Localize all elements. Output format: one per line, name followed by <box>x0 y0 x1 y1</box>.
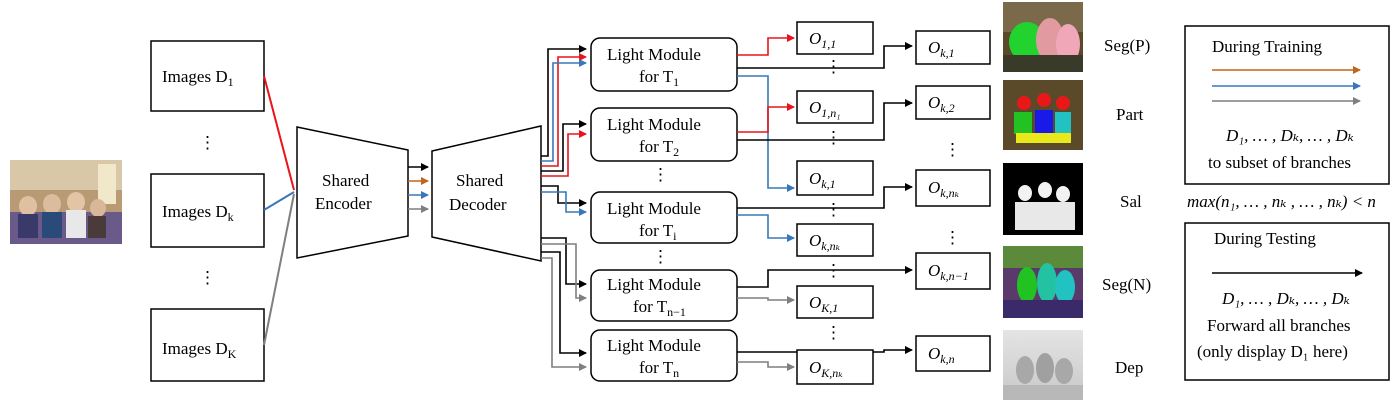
svg-text:to subset of branches: to subset of branches <box>1208 153 1351 172</box>
output-oknk-b: Ok,nₖ <box>915 169 991 207</box>
svg-text:Ok,n: Ok,n <box>928 344 955 366</box>
output-ellipsis-a1: ⋮ <box>825 57 842 76</box>
svg-text:⋮: ⋮ <box>199 268 216 287</box>
vertical-ellipsis-lower: ⋮ <box>199 268 216 287</box>
svg-text:O1,1: O1,1 <box>809 29 836 51</box>
task-label-segp: Seg(P) <box>1104 36 1150 55</box>
svg-text:Decoder: Decoder <box>449 195 507 214</box>
svg-text:O1,n₁: O1,n₁ <box>809 98 840 120</box>
output-oKnK: OK,nₖ <box>796 349 874 385</box>
output-okn-1: Ok,n−1 <box>915 252 991 290</box>
svg-text:Light Module: Light Module <box>607 199 701 218</box>
module-ellipsis-upper: ⋮ <box>652 165 669 184</box>
svg-text:for Tn−1: for Tn−1 <box>633 297 686 319</box>
svg-text:OK,1: OK,1 <box>809 293 838 315</box>
input-box-dK: Images DK <box>150 308 265 382</box>
vertical-ellipsis-upper: ⋮ <box>199 133 216 152</box>
svg-text:During Training: During Training <box>1212 37 1323 56</box>
svg-text:Ok,1: Ok,1 <box>928 38 955 60</box>
thumb-segn <box>1003 246 1083 318</box>
svg-text:⋮: ⋮ <box>652 165 669 184</box>
svg-text:(only display D₁ here): (only display D₁ here) <box>1197 342 1348 361</box>
thumb-segp <box>1003 2 1083 72</box>
output-oknk-a: Ok,nₖ <box>796 223 874 257</box>
svg-text:for Ti: for Ti <box>639 221 677 243</box>
task-label-sal: Sal <box>1120 192 1142 211</box>
decoder-to-module-routes <box>541 45 587 371</box>
svg-text:⋮: ⋮ <box>199 133 216 152</box>
output-ellipsis-a2: ⋮ <box>825 128 842 147</box>
input-photo <box>10 160 122 244</box>
svg-text:Shared: Shared <box>456 171 504 190</box>
svg-text:Forward all branches: Forward all branches <box>1207 316 1351 335</box>
task-label-dep: Dep <box>1115 358 1143 377</box>
thumb-dep <box>1003 330 1083 400</box>
svg-text:Images D1: Images D1 <box>162 67 234 89</box>
thumb-part <box>1003 80 1083 150</box>
output-ellipsis-b1: ⋮ <box>944 140 961 159</box>
task-labels: Seg(P) Part Sal Seg(N) Dep <box>1102 36 1151 377</box>
svg-text:Light Module: Light Module <box>607 45 701 64</box>
task-label-segn: Seg(N) <box>1102 275 1151 294</box>
output-oK1: OK,1 <box>796 285 874 319</box>
svg-text:Images DK: Images DK <box>162 339 237 361</box>
task-label-part: Part <box>1116 105 1144 124</box>
svg-text:OK,nₖ: OK,nₖ <box>809 358 843 380</box>
output-ok1-b: Ok,1 <box>915 30 991 65</box>
output-o1n1: O1,n₁ <box>796 90 874 124</box>
svg-text:Light Module: Light Module <box>607 275 701 294</box>
output-ok1-a: Ok,1 <box>796 160 874 196</box>
svg-text:⋮: ⋮ <box>652 247 669 266</box>
svg-text:Ok,n−1: Ok,n−1 <box>928 261 969 283</box>
input-to-encoder-lines <box>263 75 295 346</box>
svg-text:Ok,nₖ: Ok,nₖ <box>928 178 960 200</box>
svg-text:Ok,nₖ: Ok,nₖ <box>809 231 841 253</box>
legend-training: During Training D₁, … , Dₖ, … , Dₖ to su… <box>1184 25 1390 185</box>
legend-testing: During Testing D₁, … , Dₖ, … , Dₖ Forwar… <box>1184 222 1390 381</box>
light-module-ti: Light Module for Ti <box>590 191 738 244</box>
output-ok2: Ok,2 <box>915 85 991 120</box>
output-o11: O1,1 <box>796 21 874 55</box>
shared-encoder: Shared Encoder <box>296 126 409 259</box>
svg-text:for T2: for T2 <box>639 137 679 159</box>
output-okn: Ok,n <box>915 335 991 372</box>
svg-text:During Testing: During Testing <box>1214 229 1316 248</box>
max-condition-label: max(n₁, … , nₖ , … , nₖ) < n <box>1187 192 1376 211</box>
svg-text:Shared: Shared <box>322 171 370 190</box>
module-ellipsis-lower: ⋮ <box>652 247 669 266</box>
light-module-tn-1: Light Module for Tn−1 <box>590 269 738 322</box>
svg-text:for Tn: for Tn <box>639 358 679 380</box>
thumb-sal <box>1003 163 1083 235</box>
svg-text:Light Module: Light Module <box>607 115 701 134</box>
svg-text:Ok,2: Ok,2 <box>928 93 955 115</box>
output-column-a: O1,1 ⋮ O1,n₁ ⋮ Ok,1 ⋮ Ok,nₖ ⋮ OK,1 ⋮ OK,… <box>796 21 874 385</box>
light-module-tn: Light Module for Tn <box>590 329 738 382</box>
output-ellipsis-b2: ⋮ <box>944 228 961 247</box>
svg-text:Encoder: Encoder <box>315 194 372 213</box>
shared-decoder: Shared Decoder <box>431 125 542 262</box>
input-box-d1: Images D1 <box>150 40 265 112</box>
svg-text:Images Dk: Images Dk <box>162 202 234 224</box>
svg-text:D₁, … , Dₖ, … , Dₖ: D₁, … , Dₖ, … , Dₖ <box>1221 289 1350 308</box>
svg-text:for T1: for T1 <box>639 67 679 89</box>
svg-text:Light Module: Light Module <box>607 336 701 355</box>
svg-text:D₁, … , Dₖ, … , Dₖ: D₁, … , Dₖ, … , Dₖ <box>1225 126 1354 145</box>
light-module-t1: Light Module for T1 <box>590 37 738 92</box>
light-module-t2: Light Module for T2 <box>590 107 738 162</box>
encoder-to-decoder-arrows <box>408 163 429 213</box>
svg-text:Ok,1: Ok,1 <box>809 169 836 191</box>
output-ellipsis-a5: ⋮ <box>825 323 842 342</box>
input-box-dk: Images Dk <box>150 173 265 248</box>
output-column-b: Ok,1 Ok,2 ⋮ Ok,nₖ ⋮ Ok,n−1 Ok,n <box>915 30 991 372</box>
output-ellipsis-a3: ⋮ <box>825 200 842 219</box>
output-ellipsis-a4: ⋮ <box>825 261 842 280</box>
